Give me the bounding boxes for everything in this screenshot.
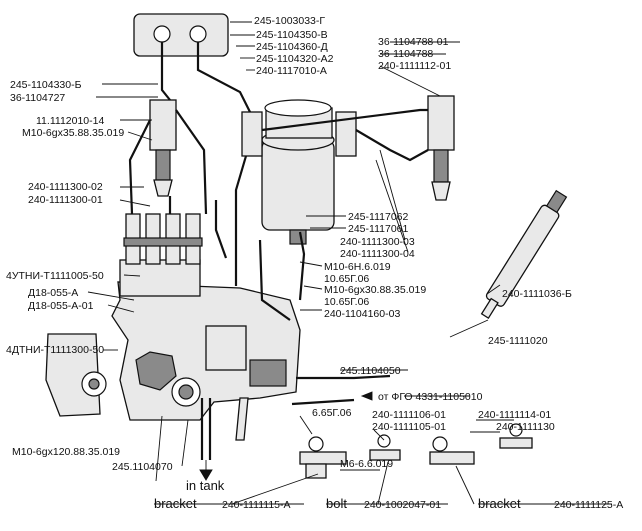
callout-4dtni: 4ДТНИ-Т1111300-50 [6, 344, 104, 356]
leader-lines [87, 21, 612, 505]
callout-240-1111112-01: 240-1111112-01 [378, 60, 451, 72]
callout-240-1111300-03: 240-1111300-03 [340, 236, 415, 248]
callout-245-1003033: 245-1003033-Г [254, 15, 325, 27]
callout-m10-6gx35: M10-6gx35.88.35.019 [22, 127, 124, 139]
callout-11-1112010: 11.1112010-14 [36, 115, 104, 127]
callout-245-1117061: 245-1117061 [348, 223, 408, 235]
callout-245-1104360: 245-1104360-Д [256, 41, 328, 53]
callout-bracket-word-1: bracket [154, 496, 197, 511]
fuel-pump-assembly [45, 13, 568, 460]
callout-36-1104788: 36-1104788 [378, 48, 433, 60]
callout-m10-6gx120: M10-6gx120.88.35.019 [12, 446, 120, 458]
callout-in-tank: in tank [186, 478, 225, 493]
callout-240-1002047-01: 240-1002047-01 [364, 499, 441, 511]
callout-36-1104788-01: 36-1104788-01 [378, 36, 449, 48]
callout-240-1111036-b: 240-1111036-Б [502, 288, 572, 300]
callout-240-1111300-02: 240-1111300-02 [28, 181, 103, 193]
callout-245-1104050: 245.1104050 [340, 365, 401, 377]
callout-4utni: 4УТНИ-Т1111005-50 [6, 270, 104, 282]
callout-labels: 245-1003033-Г 245-1104350-В 245-1104360-… [6, 15, 623, 511]
callout-ot-fgo: от ФГО 4331-1105010 [378, 391, 483, 403]
callout-240-1117010: 240-1117010-А [256, 65, 327, 77]
callout-36-1104727: 36-1104727 [10, 92, 65, 104]
callout-240-1111130: 240-1111130 [496, 421, 555, 433]
callout-10-65g-06-a: 10.65Г.06 [324, 273, 369, 285]
callout-6-65g-06: 6.65Г.06 [312, 407, 352, 419]
callout-240-1111114-01: 240-1111114-01 [478, 409, 551, 421]
bracket-drawings [299, 423, 533, 479]
callout-240-1104160-03: 240-1104160-03 [324, 308, 400, 320]
callout-245-1111020: 245-1111020 [488, 335, 548, 347]
callout-245-1104320: 245-1104320-А2 [256, 53, 334, 65]
callout-240-1111115-a: 240-1111115-А [222, 499, 291, 511]
callout-d18-055-a: Д18-055-А [28, 287, 78, 299]
callout-240-1111125-a: 240-1111125-А [554, 499, 623, 511]
callout-10-65g-06-b: 10.65Г.06 [324, 296, 369, 308]
callout-d18-055-a-01: Д18-055-А-01 [28, 300, 94, 312]
callout-240-1111105-01: 240-1111105-01 [372, 421, 446, 433]
callout-m6-6-6: M6-6.6.019 [340, 458, 393, 470]
callout-240-1111300-01: 240-1111300-01 [28, 194, 103, 206]
callout-bracket-word-2: bracket [478, 496, 521, 511]
callout-240-1111300-04: 240-1111300-04 [340, 248, 415, 260]
callout-245-1104330: 245-1104330-Б [10, 79, 82, 91]
callout-245-1104070: 245.1104070 [112, 461, 173, 473]
callout-m10-6h: M10-6H.6.019 [324, 261, 391, 273]
callout-245-1117062: 245-1117062 [348, 211, 408, 223]
callout-m10-6gx30: M10-6gx30.88.35.019 [324, 284, 426, 296]
callout-240-1111106-01: 240-1111106-01 [372, 409, 446, 421]
callout-bolt-word: bolt [326, 496, 347, 511]
callout-245-1104350: 245-1104350-В [256, 29, 328, 41]
